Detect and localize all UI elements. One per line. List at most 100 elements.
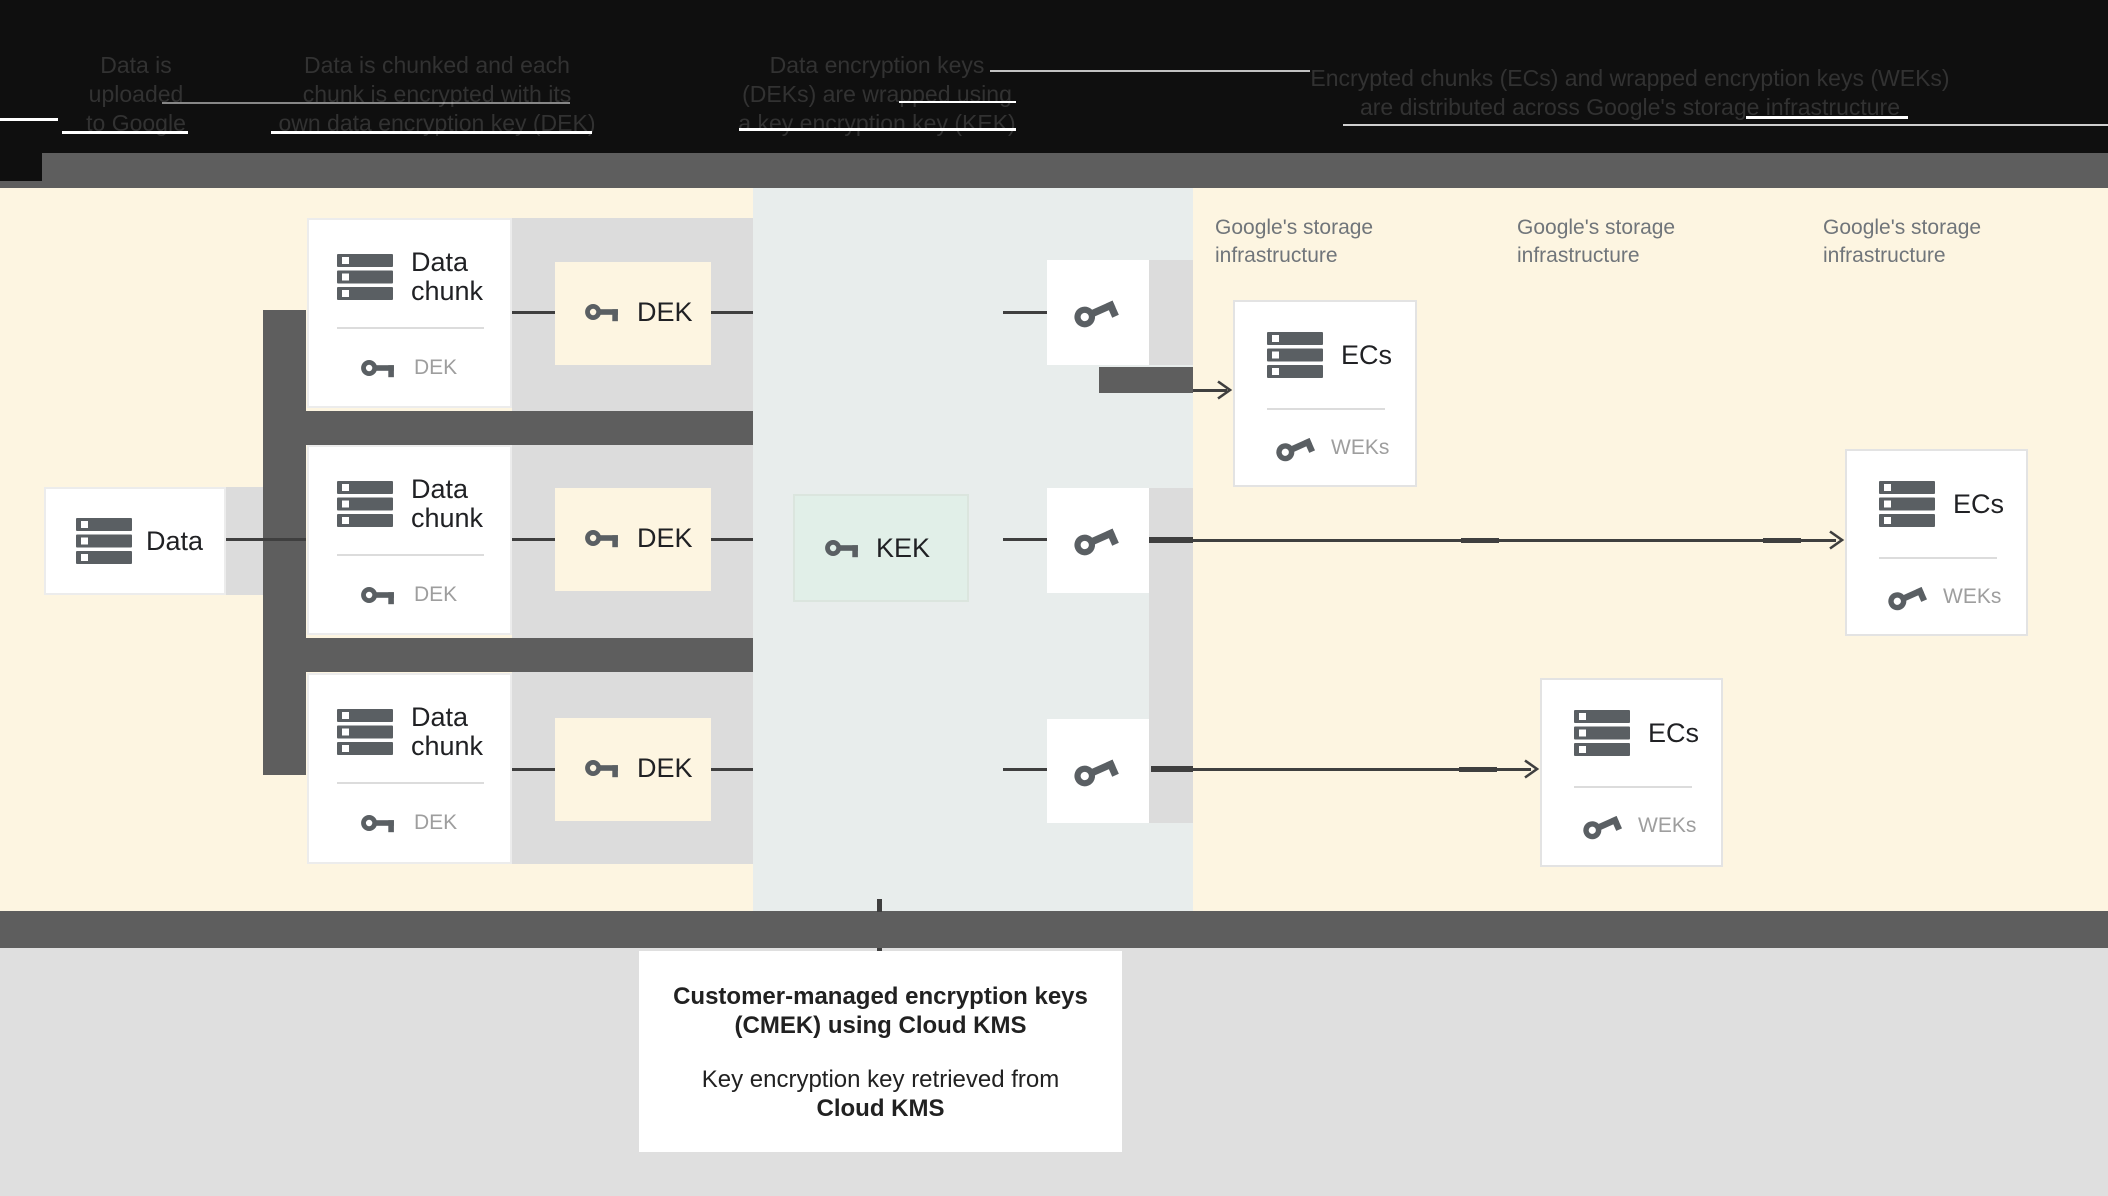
caption-line: Encrypted chunks (ECs) and wrapped encry… [1310,65,1950,91]
underline-artifact [899,101,1016,103]
chunk-title-line1: Data [411,474,469,504]
wrapped-key-box [1047,719,1149,823]
wrapped-key-icon [1578,805,1627,847]
key-strip [1149,260,1193,365]
header-notch [0,153,42,181]
chunk-title-line1: Data [411,247,469,277]
box-divider [1879,557,1997,559]
connector-line [1003,311,1047,314]
caption-line: are distributed across Google's storage … [1359,94,1901,120]
connector-line [711,311,753,314]
kek-note-line1: Key encryption key retrieved from [701,1066,1060,1093]
arrowhead-icon [1522,758,1540,780]
distribution-thick-bar [1099,367,1193,393]
arrow-dash [1461,538,1499,543]
underline-artifact [271,131,592,134]
data-chunk-box: Data chunk DEK [307,218,512,408]
key-icon [825,536,862,560]
cmek-title-line2: (CMEK) using Cloud KMS [734,1012,1027,1039]
box-divider [337,554,484,556]
arrow-line [1193,389,1227,392]
kek-box-label: KEK [876,532,931,563]
wrapped-key-icon [1069,516,1125,564]
key-icon [585,526,622,550]
key-icon [361,583,398,607]
wrapped-key-box [1047,260,1149,365]
box-divider [337,327,484,329]
storage-infrastructure-label: Google's storage infrastructure [1215,214,1495,270]
dek-box: DEK [555,262,711,365]
weks-label: WEKs [1638,813,1697,837]
key-icon [361,356,398,380]
caption-line: chunk is encrypted with its [302,81,572,107]
kek-note-line2: Cloud KMS [816,1095,945,1122]
weks-label: WEKs [1331,435,1390,459]
box-divider [1267,408,1385,410]
connector-line [512,768,555,771]
storage-infrastructure-label: Google's storage infrastructure [1517,214,1797,270]
data-chunk-box: Data chunk DEK [307,445,512,635]
server-icon [1879,481,1935,527]
data-connector-band [226,487,263,595]
arrow-dash [1459,767,1497,772]
server-icon [337,254,393,300]
arrowhead-icon [1827,529,1845,551]
wrapped-key-box [1047,488,1149,593]
header-band [0,0,2108,153]
connector-line [226,538,306,541]
cmek-title-line1: Customer-managed encryption keys [673,983,1088,1010]
storage-label-line2: infrastructure [1823,244,1946,267]
underline-artifact [62,131,188,134]
chunk-dek-label: DEK [414,356,458,379]
connector-line [1003,768,1047,771]
dek-box-label: DEK [637,522,693,553]
data-chunk-box: Data chunk DEK [307,673,512,864]
ecs-label: ECs [1341,339,1393,370]
key-icon [585,300,622,324]
connector-line [711,768,753,771]
caption-line: Data is chunked and each [304,52,570,78]
arrow-line [1151,768,1531,771]
bottom-divider-bar [0,911,2108,948]
arrow-line-thick-start [1149,537,1193,543]
encrypted-chunks-box: ECs WEKs [1233,300,1417,487]
caption-distribution: Encrypted chunks (ECs) and wrapped encry… [1260,64,2000,122]
dek-box-label: DEK [637,752,693,783]
key-icon [361,811,398,835]
storage-label-line1: Google's storage [1517,216,1676,239]
storage-label-line1: Google's storage [1215,216,1374,239]
connector-line [512,311,555,314]
dek-box-label: DEK [637,296,693,327]
footer-tick [877,899,882,912]
top-divider-bar [0,153,2108,188]
caption-chunking: Data is chunked and each chunk is encryp… [272,51,602,138]
storage-label-line1: Google's storage [1823,216,1982,239]
storage-infrastructure-label: Google's storage infrastructure [1823,214,2103,270]
arrow-dash [1763,538,1801,543]
wrapped-key-icon [1271,427,1320,469]
kek-box: KEK [793,494,969,602]
caption-line: Data is [100,52,172,78]
storage-label-line2: infrastructure [1215,244,1338,267]
box-divider [337,782,484,784]
server-icon [76,518,132,564]
caption-line: (DEKs) are wrapped using [742,81,1012,107]
underline-artifact [739,128,1016,131]
underline-artifact [1746,116,1908,119]
connector-line [711,538,753,541]
underline-artifact [990,70,1310,72]
dek-box: DEK [555,718,711,821]
server-icon [1574,710,1630,756]
caption-line: a key encryption key (KEK) [738,110,1016,136]
data-box: Data [44,487,226,595]
connector-line [1003,538,1047,541]
data-box-label: Data [146,525,204,556]
chunk-title-line2: chunk [411,503,484,533]
box-divider [1574,786,1692,788]
weks-label: WEKs [1943,584,2002,608]
caption-wrapping: Data encryption keys (DEKs) are wrapped … [712,51,1042,138]
chunk-dek-label: DEK [414,811,458,834]
ecs-label: ECs [1953,488,2005,519]
caption-line: Data encryption keys [769,52,985,78]
